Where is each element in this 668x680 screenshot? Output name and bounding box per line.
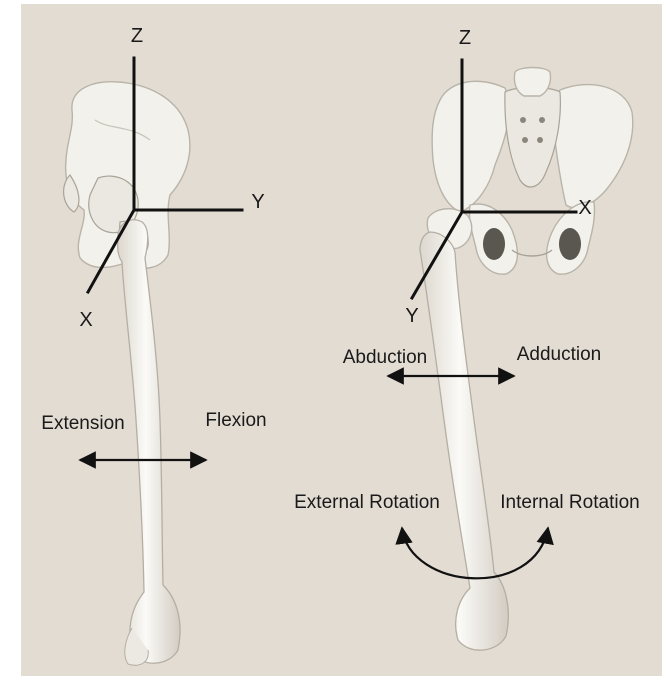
adduction-label: Adduction xyxy=(517,344,602,365)
left-z-axis-label: Z xyxy=(131,25,143,47)
left-y-axis-label: Y xyxy=(251,191,264,213)
left-x-axis-label: X xyxy=(79,309,92,331)
external-rotation-label: External Rotation xyxy=(294,492,440,513)
abduction-label: Abduction xyxy=(343,347,428,368)
right-z-axis-label: Z xyxy=(459,27,471,49)
right-x-axis-label: X xyxy=(578,197,591,219)
extension-label: Extension xyxy=(41,413,124,434)
right-y-axis-label: Y xyxy=(405,305,418,327)
flexion-label: Flexion xyxy=(205,410,266,431)
internal-rotation-label: Internal Rotation xyxy=(500,492,639,513)
